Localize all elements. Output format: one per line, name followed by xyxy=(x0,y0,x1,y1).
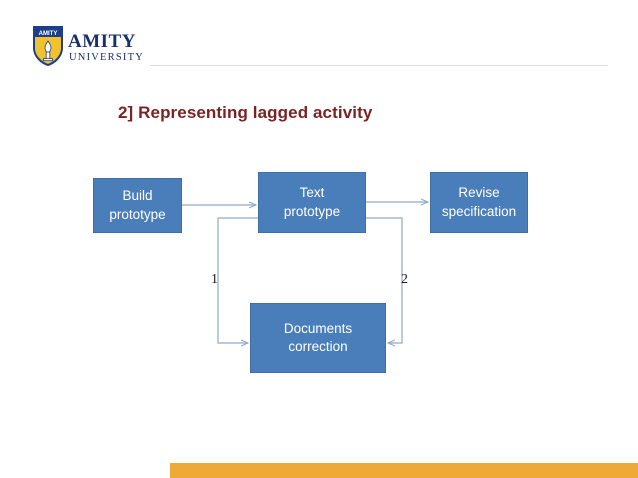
flow-node-revise-specification[interactable]: Revise specification xyxy=(430,172,528,233)
flow-node-revise-specification-line2: specification xyxy=(441,203,517,219)
flow-node-text-prototype-line2: prototype xyxy=(283,203,341,219)
flow-node-documents-correction-line2: correction xyxy=(288,339,348,354)
svg-text:AMITY: AMITY xyxy=(68,31,136,52)
flow-node-build-prototype-line1: Build xyxy=(122,188,153,204)
footer-accent-bar xyxy=(170,463,638,478)
svg-text:UNIVERSITY: UNIVERSITY xyxy=(69,52,142,63)
flow-node-text-prototype-line1: Text xyxy=(299,185,325,201)
edge-label-2: 2 xyxy=(401,272,408,287)
flow-node-revise-specification-line1: Revise xyxy=(458,185,500,201)
flow-node-build-prototype-line2: prototype xyxy=(109,206,166,222)
amity-shield-logo-icon: AMITY AMITY UNIVERSITY xyxy=(30,24,142,68)
edge-label-1: 1 xyxy=(211,272,218,287)
flow-node-text-prototype[interactable]: Text prototype xyxy=(258,172,366,233)
flow-node-build-prototype[interactable]: Build prototype xyxy=(93,178,182,233)
header-divider xyxy=(150,65,608,66)
flow-node-documents-correction-line1: Documents xyxy=(283,320,353,336)
svg-text:AMITY: AMITY xyxy=(39,31,58,37)
flow-node-documents-correction[interactable]: Documents correction xyxy=(250,303,386,373)
page-title: 2] Representing lagged activity xyxy=(118,103,373,122)
